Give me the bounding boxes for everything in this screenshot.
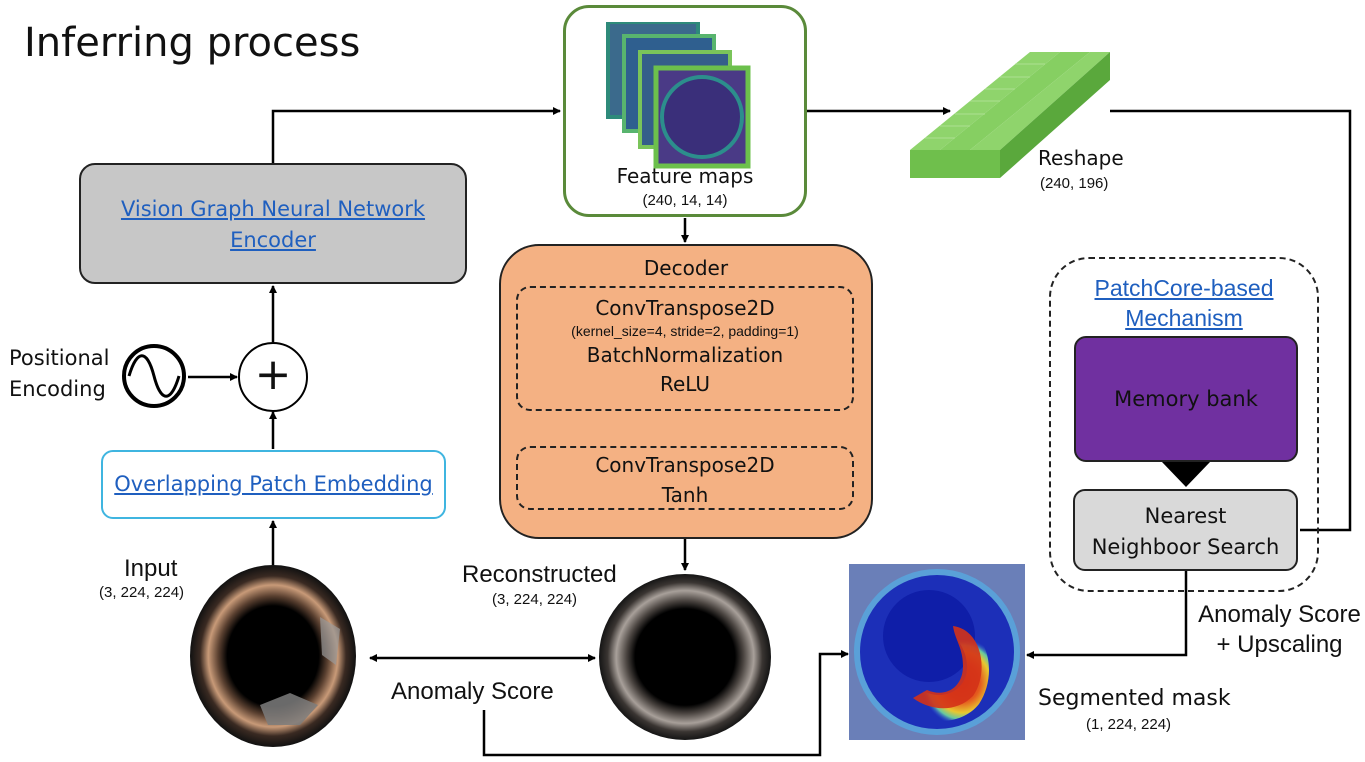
nearest-neighbor-box: Nearest Neighboor Search	[1073, 489, 1298, 571]
block1-convtranspose: ConvTranspose2D	[595, 296, 775, 320]
positional-line2: Encoding	[9, 377, 106, 401]
nns-line1: Nearest	[1144, 504, 1227, 528]
patchcore-box: PatchCore-based Mechanism	[1049, 257, 1319, 592]
feature-maps-image	[606, 22, 751, 169]
block1-params: (kernel_size=4, stride=2, padding=1)	[571, 323, 799, 339]
block2-convtranspose: ConvTranspose2D	[595, 453, 775, 477]
anomaly-upscaling-line2: + Upscaling	[1216, 631, 1343, 658]
patch-embedding-box: Overlapping Patch Embedding	[101, 450, 446, 519]
page-title: Inferring process	[24, 20, 361, 66]
arrow-nns-to-mask	[1026, 571, 1188, 659]
positional-encoding-label: Positional Encoding	[9, 343, 109, 405]
feature-maps-shape: (240, 14, 14)	[642, 192, 728, 209]
reshape-image	[910, 52, 1110, 178]
anomaly-upscaling-label: Anomaly Score + Upscaling	[1194, 600, 1365, 660]
positional-line1: Positional	[9, 346, 110, 370]
feature-maps-label: Feature maps	[616, 164, 754, 188]
reconstructed-shape: (3, 224, 224)	[492, 591, 578, 608]
decoder-block-2: ConvTranspose2D Tanh	[516, 446, 854, 510]
patchcore-link-line2[interactable]: Mechanism	[1125, 305, 1243, 331]
input-shape: (3, 224, 224)	[99, 584, 185, 601]
patchcore-link-line1[interactable]: PatchCore-based	[1094, 275, 1274, 301]
reshape-label: Reshape	[1038, 146, 1124, 170]
reconstructed-label: Reconstructed	[462, 561, 617, 588]
feature-maps-box: Feature maps (240, 14, 14)	[563, 5, 807, 217]
block1-batchnorm: BatchNormalization	[586, 343, 784, 367]
wire-reshape-to-nns	[1110, 109, 1352, 532]
decoder-block-1: ConvTranspose2D (kernel_size=4, stride=2…	[516, 286, 854, 411]
memory-to-nns-triangle	[1162, 462, 1210, 487]
segmented-mask-image	[849, 564, 1025, 740]
decoder-box: Decoder	[499, 244, 873, 539]
anomaly-score-label: Anomaly Score	[391, 678, 554, 705]
anomaly-upscaling-line1: Anomaly Score	[1198, 601, 1361, 628]
sine-wave-icon	[122, 344, 186, 408]
input-image	[190, 565, 356, 747]
reshape-shape: (240, 196)	[1040, 175, 1109, 192]
arrow-score-to-mask	[482, 650, 849, 757]
input-label: Input	[124, 555, 178, 582]
encoder-box: Vision Graph Neural Network Encoder	[79, 163, 467, 284]
block1-relu: ReLU	[659, 372, 711, 396]
patch-embedding-link[interactable]: Overlapping Patch Embedding	[114, 472, 433, 496]
memory-bank-box: Memory bank	[1074, 336, 1298, 462]
nns-line2: Neighboor Search	[1091, 535, 1280, 559]
segmented-mask-label: Segmented mask	[1038, 686, 1231, 711]
arrow-encoder-to-features	[271, 107, 561, 163]
encoder-link[interactable]: Vision Graph Neural Network Encoder	[120, 197, 426, 252]
plus-icon: +	[238, 342, 308, 412]
reconstructed-image	[599, 574, 771, 740]
block2-tanh: Tanh	[661, 483, 709, 507]
segmented-mask-shape: (1, 224, 224)	[1086, 716, 1172, 733]
decoder-title: Decoder	[643, 256, 729, 280]
